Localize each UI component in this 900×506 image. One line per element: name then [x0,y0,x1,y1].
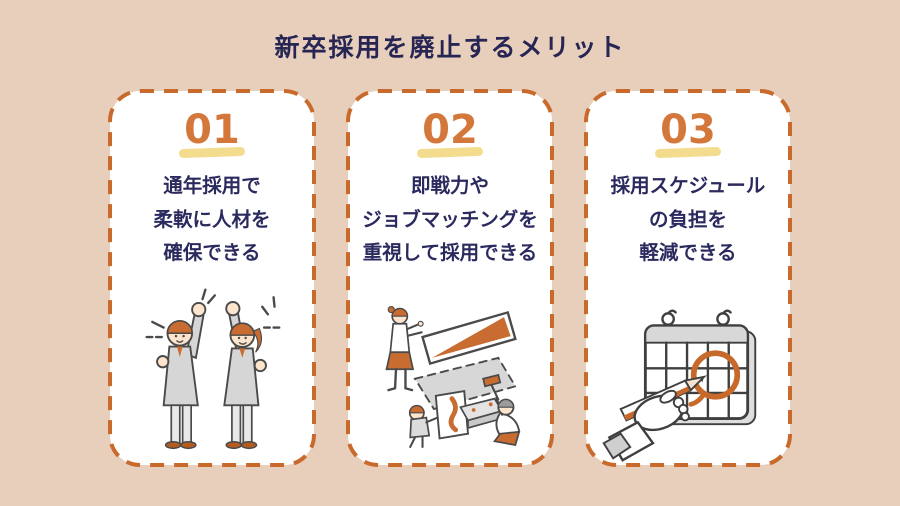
card-text: 採用スケジュール の負担を 軽減できる [611,170,766,271]
benefit-cards-row: 01 通年採用で 柔軟に人材を 確保できる [0,88,900,468]
benefit-card-3: 03 採用スケジュール の負担を 軽減できる [583,88,793,468]
card-text-line: 軽減できる [639,242,737,265]
card-text: 即戦力や ジョブマッチングを 重視して採用できる [362,170,538,271]
calendar-date-circling-icon [602,309,757,462]
page-title: 新卒採用を廃止するメリット [274,34,626,62]
card-number: 03 [660,107,716,153]
card-text: 通年採用で 柔軟に人材を 確保できる [153,170,270,271]
benefit-card-1: 01 通年採用で 柔軟に人材を 確保できる [107,88,317,468]
benefit-card-2: 02 即戦力や ジョブマッチングを 重視して採用できる [345,88,555,468]
team-assembling-panels-icon [385,305,521,448]
card-text-line: 確保できる [163,242,261,265]
card-text-line: 即戦力や [410,175,489,197]
card-text-line: 通年採用で [163,175,261,197]
cheering-businesspeople-icon [145,288,283,450]
card-text-line: 採用スケジュール [610,175,766,197]
card-number: 01 [184,107,240,153]
card-text-line: 柔軟に人材を [153,208,271,231]
card-number: 02 [422,107,478,153]
card-text-line: ジョブマッチングを [362,208,538,231]
card-text-line: の負担を [648,208,727,231]
card-text-line: 重視して採用できる [362,242,538,265]
